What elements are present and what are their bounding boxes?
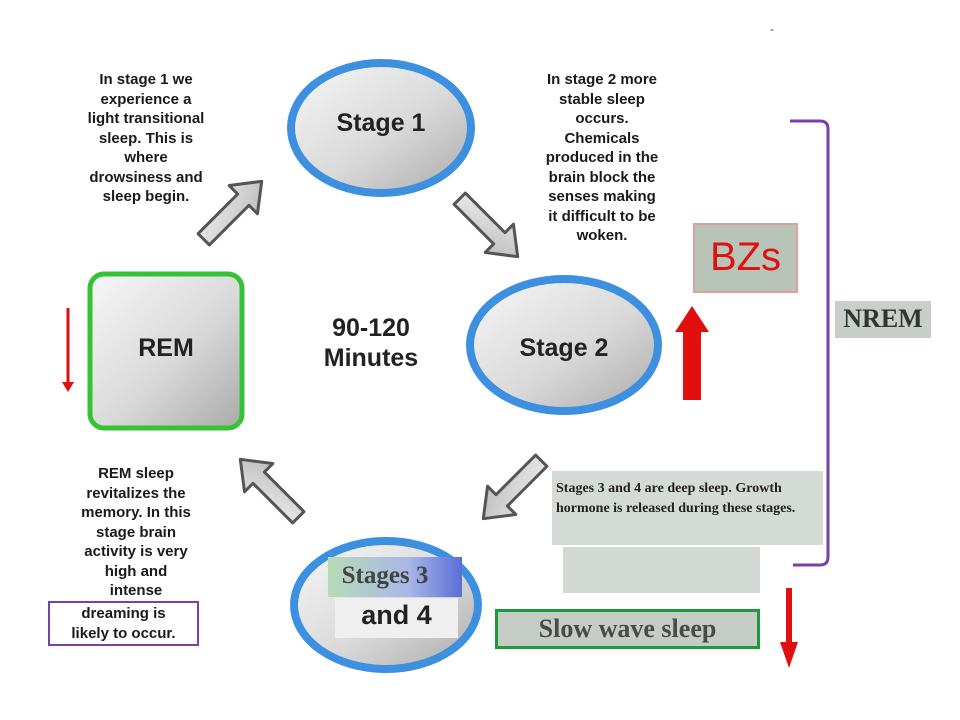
stage1-note: In stage 1 we experience a light transit…	[87, 71, 205, 205]
slow-wave-label: Slow wave sleep	[538, 614, 717, 643]
stage1-label: Stage 1	[336, 109, 426, 137]
nrem-bracket	[790, 119, 830, 567]
deep-sleep-text: Stages 3 and 4 are deep sleep. Growth ho…	[556, 481, 796, 516]
deep-sleep-box	[552, 471, 823, 545]
rem-note-boxed-text: dreaming is likely to occur.	[71, 605, 176, 642]
stage2-label: Stage 2	[519, 334, 609, 362]
slow-wave-box	[495, 609, 760, 649]
stages34-label-box	[328, 557, 462, 597]
rem-label: REM	[138, 334, 194, 362]
stage34-lower-box	[335, 598, 458, 638]
top-mark: -	[770, 22, 774, 36]
stage2-node	[466, 275, 662, 415]
arrow-stage2-to-stage34	[481, 453, 549, 521]
red-arrow-down-left	[62, 308, 74, 392]
stage34-label-bottom: and 4	[361, 600, 432, 630]
stage2-note: In stage 2 more stable sleep occurs. Che…	[545, 71, 659, 244]
rem-node	[87, 271, 245, 431]
empty-overlay-box	[563, 547, 760, 593]
arrow-stage34-to-rem	[238, 457, 306, 525]
rem-note-boxed: dreaming is likely to occur.	[48, 601, 199, 646]
nrem-box	[835, 301, 931, 338]
bzs-box	[693, 223, 798, 293]
bzs-label: BZs	[709, 235, 782, 279]
stage1-node	[287, 59, 475, 197]
cycle-duration-label: 90-120 Minutes	[323, 314, 419, 372]
stages34-label: Stages 3	[341, 562, 429, 589]
red-arrow-down-right	[780, 588, 798, 668]
arrow-stage1-to-stage2	[452, 191, 520, 259]
arrow-rem-to-stage1	[196, 179, 264, 247]
nrem-label: NREM	[843, 304, 923, 333]
rem-note: REM sleep revitalizes the memory. In thi…	[81, 465, 191, 599]
red-arrow-up	[675, 306, 709, 400]
